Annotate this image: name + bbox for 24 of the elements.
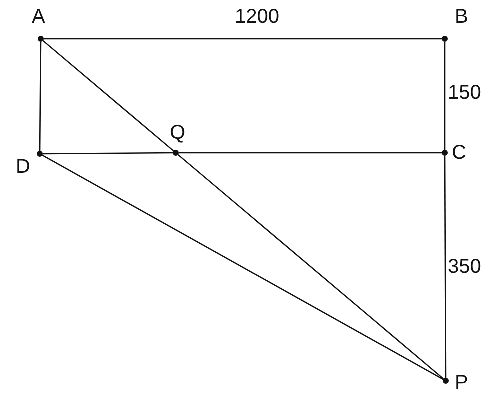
length-label: 150 [448, 82, 482, 104]
point-label: D [16, 156, 30, 178]
line-segment [43, 152, 173, 155]
point-label: P [455, 372, 468, 394]
point-label: B [455, 6, 468, 28]
point [442, 36, 448, 42]
point [173, 150, 179, 156]
point-label: C [452, 142, 466, 164]
length-label: 1200 [235, 6, 280, 28]
point [37, 151, 43, 157]
line-segment [444, 156, 447, 378]
line-segment [179, 152, 442, 154]
point-label: A [32, 6, 46, 28]
point-label: Q [170, 122, 186, 144]
line-segment [39, 42, 42, 151]
point [443, 378, 449, 384]
line-segment [44, 38, 442, 40]
line-segment [178, 154, 444, 380]
point [442, 150, 448, 156]
length-label: 350 [448, 256, 482, 278]
point [38, 36, 44, 42]
line-segment [444, 42, 446, 150]
line-segment [42, 40, 174, 152]
line-segment [42, 154, 444, 380]
